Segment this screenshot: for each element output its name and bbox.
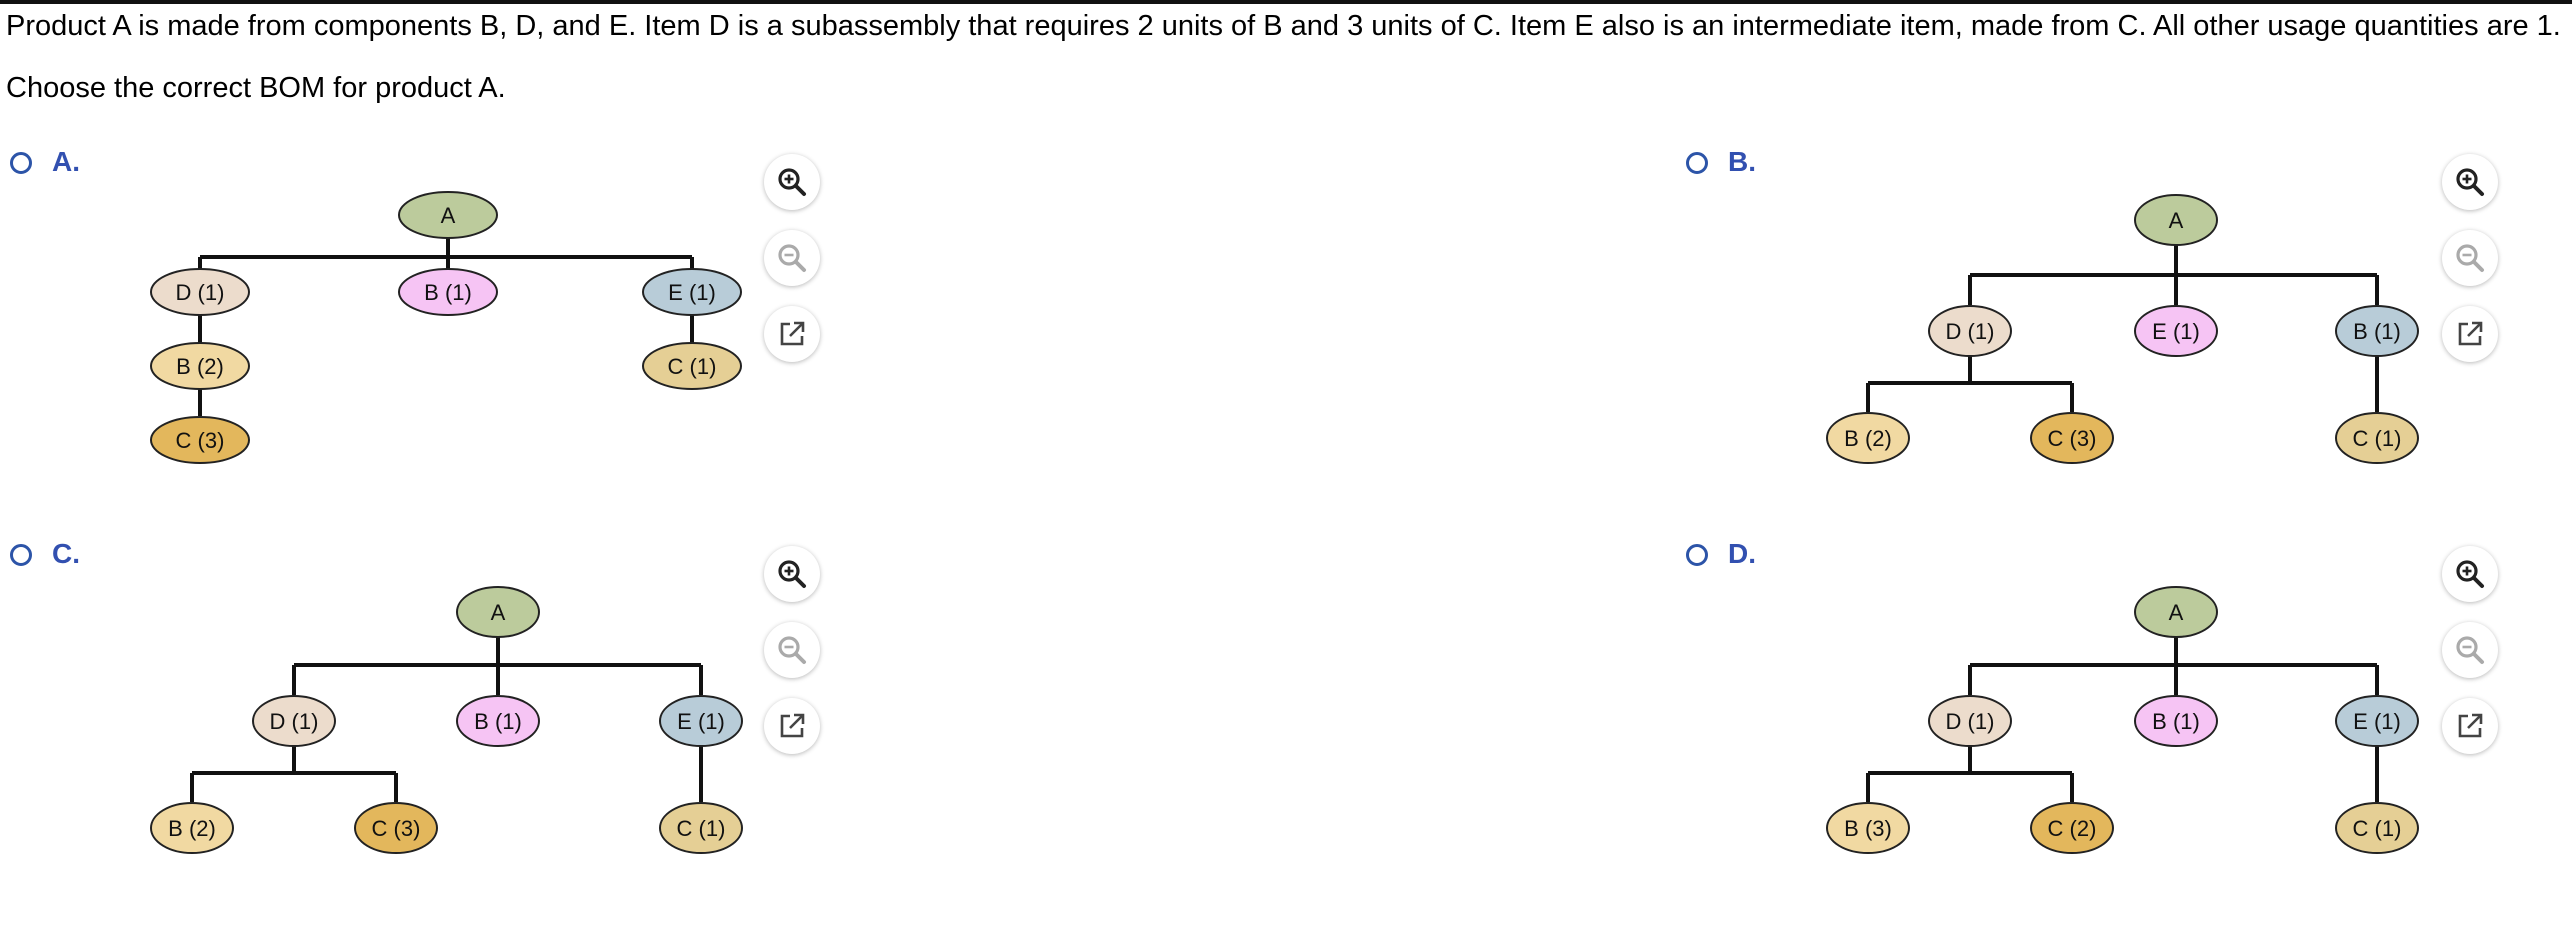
node-a-c1: [642, 342, 742, 390]
open-external-button[interactable]: [764, 306, 820, 362]
node-c-b2: [150, 802, 234, 854]
node-label: A: [441, 203, 456, 228]
question-text: Product A is made from components B, D, …: [6, 10, 2561, 42]
node-label: D (1): [270, 709, 319, 734]
option-c-radio[interactable]: [10, 544, 32, 566]
node-c-c3: [354, 802, 438, 854]
bom-tree-b: A D (1) E (1) B (1) B (2) C (3) C (1): [1826, 194, 2419, 464]
option-a-label[interactable]: A.: [52, 146, 80, 177]
node-c-e: [659, 695, 743, 747]
bom-tree-a: A D (1) B (1) E (1) B (2) C (3) C (1): [150, 191, 742, 464]
zoom-in-icon: [2456, 560, 2484, 588]
node-label: B (2): [1844, 426, 1892, 451]
node-d-c1: [2335, 802, 2419, 854]
node-label: B (1): [2152, 709, 2200, 734]
option-a: A. A D (1) B (1) E (1) B (2) C: [0, 140, 1000, 520]
node-label: C (2): [2048, 816, 2097, 841]
zoom-out-button[interactable]: [2442, 622, 2498, 678]
bom-tree-d: A D (1) B (1) E (1) B (3) C (2) C (1): [1826, 586, 2419, 854]
node-label: A: [491, 600, 506, 625]
external-link-icon: [780, 321, 805, 346]
node-d-root: [2134, 586, 2218, 638]
node-label: E (1): [2353, 709, 2401, 734]
zoom-in-icon: [2456, 168, 2484, 196]
node-label: C (1): [677, 816, 726, 841]
option-b: B. A D (1) E (1) B (1): [1676, 140, 2572, 520]
open-external-button[interactable]: [764, 698, 820, 754]
zoom-out-icon: [778, 244, 806, 272]
zoom-out-icon: [2456, 244, 2484, 272]
node-label: D (1): [1946, 319, 1995, 344]
option-d: D. A D (1) B (1) E (1): [1676, 532, 2572, 912]
zoom-out-button[interactable]: [764, 230, 820, 286]
node-b-b2: [1826, 412, 1910, 464]
zoom-out-icon: [2456, 636, 2484, 664]
open-external-button[interactable]: [2442, 698, 2498, 754]
question-prompt: Choose the correct BOM for product A.: [6, 72, 506, 104]
node-label: A: [2169, 208, 2184, 233]
zoom-in-button[interactable]: [2442, 154, 2498, 210]
node-label: B (2): [168, 816, 216, 841]
zoom-in-button[interactable]: [764, 546, 820, 602]
node-a-d: [150, 268, 250, 316]
node-label: B (1): [474, 709, 522, 734]
node-label: C (1): [668, 354, 717, 379]
node-c-root: [456, 586, 540, 638]
node-label: C (1): [2353, 426, 2402, 451]
node-a-root: [398, 191, 498, 239]
external-link-icon: [780, 713, 805, 738]
node-b-e: [2134, 305, 2218, 357]
node-b-root: [2134, 194, 2218, 246]
option-c: C. A D (1) B (1) E (1): [0, 532, 1000, 912]
node-a-c3: [150, 416, 250, 464]
node-label: B (3): [1844, 816, 1892, 841]
option-c-label[interactable]: C.: [52, 538, 80, 569]
node-a-e: [642, 268, 742, 316]
node-d-b3: [1826, 802, 1910, 854]
external-link-icon: [2458, 713, 2483, 738]
node-label: A: [2169, 600, 2184, 625]
top-border: [0, 0, 2572, 4]
node-d-e: [2335, 695, 2419, 747]
node-label: C (3): [176, 428, 225, 453]
node-c-b1: [456, 695, 540, 747]
node-label: E (1): [677, 709, 725, 734]
zoom-out-button[interactable]: [2442, 230, 2498, 286]
node-label: D (1): [176, 280, 225, 305]
node-d-d: [1928, 695, 2012, 747]
option-d-label[interactable]: D.: [1728, 538, 1756, 569]
node-label: B (2): [176, 354, 224, 379]
external-link-icon: [2458, 321, 2483, 346]
zoom-out-button[interactable]: [764, 622, 820, 678]
zoom-in-button[interactable]: [2442, 546, 2498, 602]
node-label: E (1): [668, 280, 716, 305]
option-d-radio[interactable]: [1686, 544, 1708, 566]
zoom-in-button[interactable]: [764, 154, 820, 210]
node-b-b1: [2335, 305, 2419, 357]
node-a-b2: [150, 342, 250, 390]
node-label: B (1): [424, 280, 472, 305]
node-label: C (3): [2048, 426, 2097, 451]
node-label: B (1): [2353, 319, 2401, 344]
open-external-button[interactable]: [2442, 306, 2498, 362]
zoom-out-icon: [778, 636, 806, 664]
option-a-radio[interactable]: [10, 152, 32, 174]
zoom-in-icon: [778, 560, 806, 588]
node-label: C (1): [2353, 816, 2402, 841]
node-label: C (3): [372, 816, 421, 841]
node-label: D (1): [1946, 709, 1995, 734]
node-label: E (1): [2152, 319, 2200, 344]
node-b-c1: [2335, 412, 2419, 464]
node-b-c3: [2030, 412, 2114, 464]
node-c-c1: [659, 802, 743, 854]
node-d-c2: [2030, 802, 2114, 854]
option-b-radio[interactable]: [1686, 152, 1708, 174]
bom-tree-c: A D (1) B (1) E (1) B (2) C (3) C (1): [150, 586, 743, 854]
node-c-d: [252, 695, 336, 747]
zoom-in-icon: [778, 168, 806, 196]
node-a-b1: [398, 268, 498, 316]
option-b-label[interactable]: B.: [1728, 146, 1756, 177]
node-d-b1: [2134, 695, 2218, 747]
node-b-d: [1928, 305, 2012, 357]
